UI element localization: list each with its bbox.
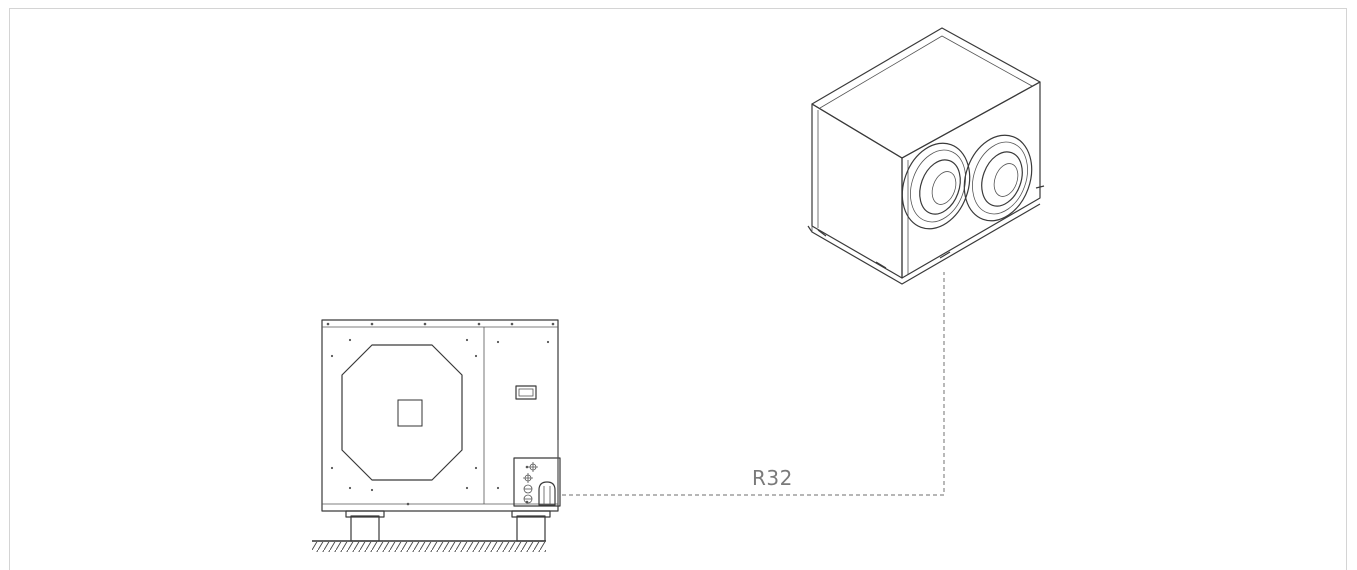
display-window [515, 385, 537, 400]
fan-grille [341, 344, 463, 481]
ground [312, 540, 546, 552]
refrigerant-label: R32 [752, 466, 793, 490]
service-valves [513, 440, 561, 507]
fan-outlet [963, 134, 1033, 222]
indoor-unit [807, 27, 1045, 285]
refrigerant-line [562, 272, 945, 496]
outdoor-unit [321, 319, 561, 542]
diagram-frame [9, 8, 1347, 570]
fan-outlet [901, 142, 971, 230]
support-block [511, 510, 551, 542]
support-block [345, 510, 385, 542]
